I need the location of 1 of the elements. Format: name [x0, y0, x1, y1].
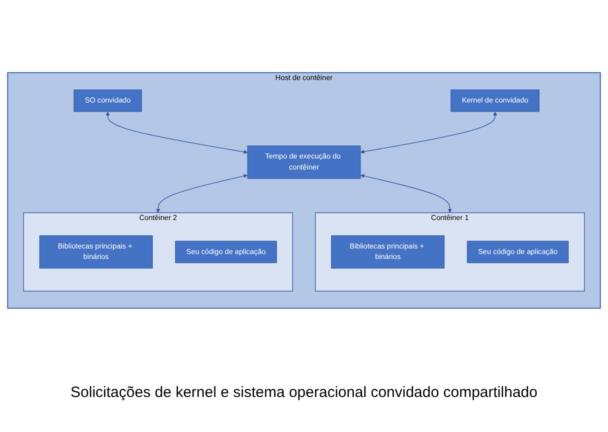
note-text: Solicitações de kernel e sistema operacional convidado compartilhado [70, 384, 538, 401]
